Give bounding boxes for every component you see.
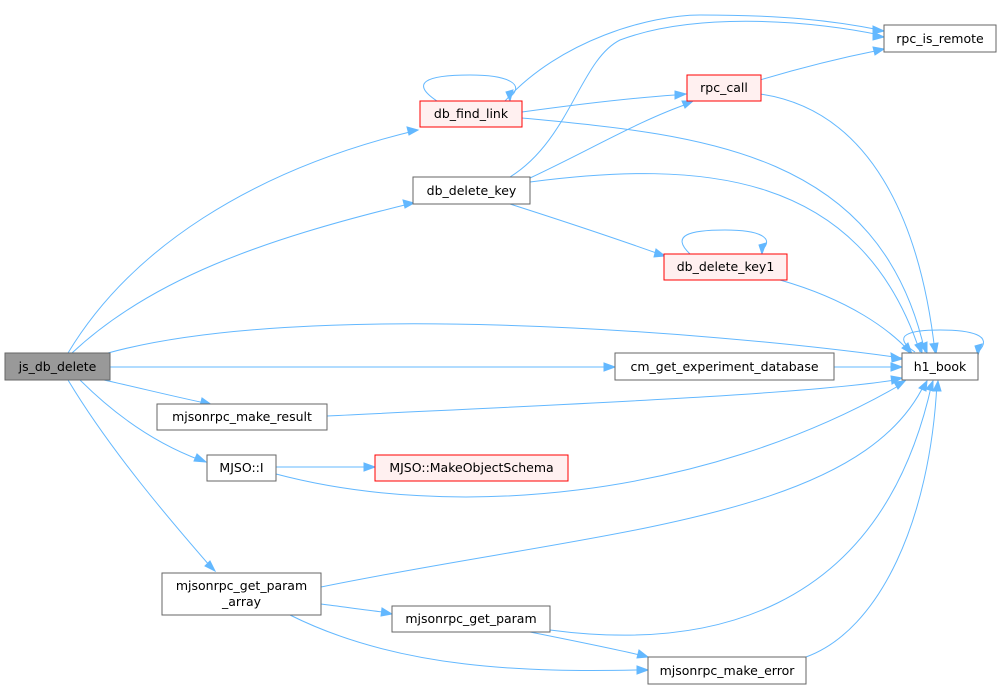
node-label-rpc-is-remote: rpc_is_remote (896, 31, 984, 46)
node-label-mjsonrpc-make-error: mjsonrpc_make_error (660, 663, 796, 678)
edge-mjsonrpc-get-param-to-h1-book (549, 379, 934, 636)
node-mjsonrpc-get-param-array[interactable]: mjsonrpc_get_param _array (161, 572, 322, 616)
edge-mjsonrpc-get-param-to-mjsonrpc-make-error (529, 631, 650, 659)
node-label-db-delete-key1: db_delete_key1 (677, 259, 775, 274)
edge-js-db-delete-to-h1-book (107, 323, 904, 363)
edge-js-db-delete-to-mjsonrpc-make-result (103, 379, 214, 407)
edge-db-find-link-to-h1-book (521, 117, 928, 355)
node-label-cm-get-experiment-database: cm_get_experiment_database (630, 359, 818, 374)
edge-js-db-delete-to-mjso-i (79, 379, 208, 463)
node-label-mjso-make-object-schema: MJSO::MakeObjectSchema (389, 460, 553, 475)
edge-js-db-delete-to-db-delete-key (71, 199, 416, 354)
node-label-mjsonrpc-get-param-array-line2: _array (221, 594, 262, 609)
node-mjso-make-object-schema[interactable]: MJSO::MakeObjectSchema (374, 454, 569, 482)
edge-mjsonrpc-get-param-array-to-h1-book (320, 379, 928, 588)
node-cm-get-experiment-database[interactable]: cm_get_experiment_database (614, 352, 835, 381)
node-js-db-delete[interactable]: js_db_delete (4, 352, 111, 381)
edge-db-find-link-to-rpc-call (521, 90, 688, 113)
edge-mjsonrpc-make-error-to-h1-book (805, 379, 942, 658)
edge-db-find-link-to-rpc-is-remote (504, 14, 886, 102)
node-db-find-link[interactable]: db_find_link (419, 100, 523, 128)
edge-mjsonrpc-get-param-array-to-mjsonrpc-get-param (320, 603, 394, 617)
node-label-mjsonrpc-get-param-array-line1: mjsonrpc_get_param (176, 578, 307, 593)
node-mjso-i[interactable]: MJSO::I (206, 454, 277, 482)
edge-cm-get-experiment-database-to-h1-book (834, 362, 904, 372)
node-h1-book[interactable]: h1_book (901, 352, 979, 381)
node-db-delete-key[interactable]: db_delete_key (412, 176, 531, 205)
node-mjsonrpc-make-error[interactable]: mjsonrpc_make_error (647, 656, 807, 685)
node-label-rpc-call: rpc_call (700, 80, 748, 95)
edge-rpc-call-to-rpc-is-remote (759, 46, 886, 81)
edge-db-delete-key-to-db-delete-key1 (509, 203, 667, 258)
node-label-mjsonrpc-make-result: mjsonrpc_make_result (172, 409, 312, 424)
node-db-delete-key1[interactable]: db_delete_key1 (663, 253, 788, 281)
node-label-js-db-delete: js_db_delete (18, 359, 97, 374)
node-mjsonrpc-get-param[interactable]: mjsonrpc_get_param (391, 605, 551, 633)
node-rpc-call[interactable]: rpc_call (686, 74, 762, 102)
call-edges (67, 14, 984, 675)
edge-rpc-call-to-h1-book (759, 93, 939, 356)
edge-js-db-delete-to-mjsonrpc-get-param-array (67, 379, 217, 573)
node-label-db-delete-key: db_delete_key (427, 183, 517, 198)
edge-mjsonrpc-make-result-to-h1-book (326, 375, 904, 417)
node-mjsonrpc-make-result[interactable]: mjsonrpc_make_result (156, 403, 328, 431)
node-rpc-is-remote[interactable]: rpc_is_remote (883, 24, 997, 53)
edge-db-delete-key-to-rpc-is-remote (509, 20, 886, 178)
edge-js-db-delete-to-db-find-link (67, 126, 420, 354)
node-label-mjsonrpc-get-param: mjsonrpc_get_param (405, 611, 536, 626)
edge-db-delete-key-to-h1-book (529, 173, 923, 355)
edge-db-delete-key-to-rpc-call (529, 100, 695, 179)
edge-db-find-link-self-loop (423, 74, 517, 103)
edge-h1-book-self-loop (903, 329, 984, 357)
edge-mjsonrpc-get-param-array-to-mjsonrpc-make-error (289, 614, 650, 675)
node-label-h1-book: h1_book (914, 359, 967, 374)
node-label-mjso-i: MJSO::I (219, 460, 263, 475)
edge-mjso-i-to-h1-book (275, 380, 907, 498)
edge-db-delete-key1-self-loop (681, 229, 768, 256)
edge-mjso-i-to-mjso-make-object-schema (276, 462, 377, 472)
edge-js-db-delete-to-cm-get-experiment-database (110, 362, 617, 372)
node-label-db-find-link: db_find_link (434, 106, 509, 121)
